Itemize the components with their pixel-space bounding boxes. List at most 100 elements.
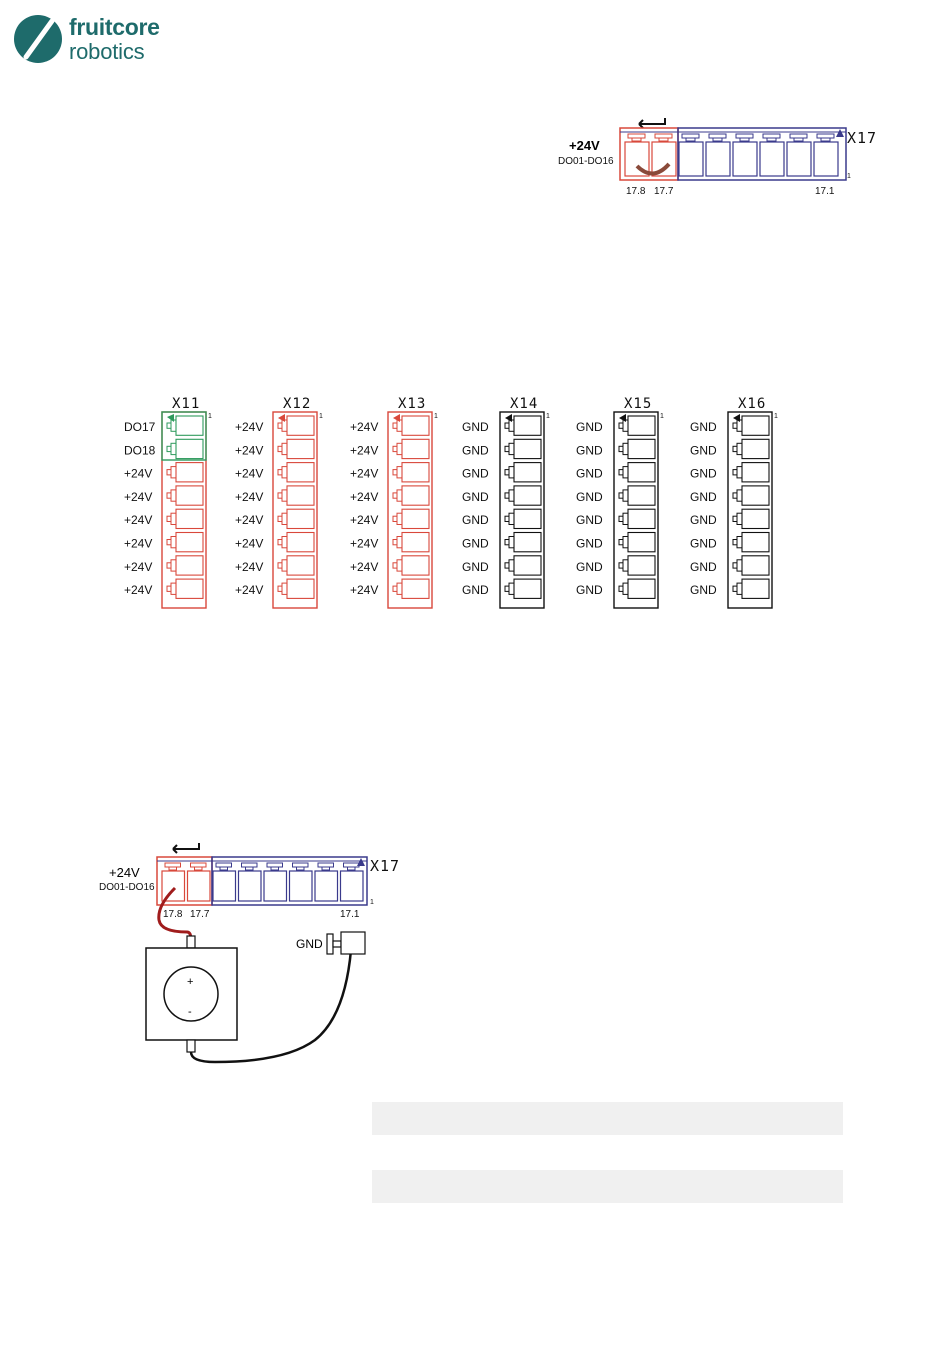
terminal-label: GND bbox=[462, 443, 489, 457]
block-title: X12 bbox=[283, 396, 311, 412]
terminal-label: +24V bbox=[350, 560, 378, 574]
terminal-slot: +24V bbox=[350, 578, 430, 599]
terminal-label: GND bbox=[576, 443, 603, 457]
terminal-slot: GND bbox=[690, 485, 770, 506]
block-pin1: 1 bbox=[774, 413, 778, 420]
x17-terminal bbox=[288, 862, 313, 902]
terminal-slot: GND bbox=[690, 508, 770, 530]
terminal-slot: GND bbox=[576, 485, 656, 506]
terminal-slot: +24V bbox=[235, 555, 315, 576]
x17-terminal bbox=[705, 133, 731, 177]
red-wire bbox=[157, 886, 193, 941]
x17-terminal bbox=[813, 133, 839, 177]
terminal-slot: GND bbox=[690, 578, 770, 599]
terminal-slot: +24V bbox=[124, 531, 204, 553]
x17-terminal bbox=[732, 133, 758, 177]
x17-terminal bbox=[186, 862, 211, 902]
terminal-slot: +24V bbox=[124, 485, 204, 506]
terminal-label: GND bbox=[462, 513, 489, 527]
x17-terminal bbox=[651, 133, 677, 177]
device-terminal-top bbox=[186, 935, 196, 949]
terminal-slot: +24V bbox=[350, 508, 430, 530]
terminal-label: GND bbox=[690, 490, 717, 504]
terminal-label: GND bbox=[576, 490, 603, 504]
block-pin1: 1 bbox=[546, 413, 550, 420]
terminal-label: +24V bbox=[124, 490, 152, 504]
terminal-slot: +24V bbox=[235, 578, 315, 599]
terminal-label: +24V bbox=[350, 467, 378, 481]
x17-bottom-pin1: 1 bbox=[370, 899, 374, 906]
terminal-slot: +24V bbox=[350, 415, 430, 436]
terminal-slot: GND bbox=[462, 485, 542, 506]
terminal-slot: +24V bbox=[350, 555, 430, 576]
x17-wiring-diagram-bottom: +24V DO01-DO16 X17 1 17.8 17.7 17.1 + - … bbox=[99, 843, 399, 1064]
terminal-label: GND bbox=[576, 513, 603, 527]
x17-bottom-voltage-label: +24V bbox=[109, 865, 140, 880]
terminal-label: GND bbox=[576, 560, 603, 574]
terminal-label: GND bbox=[576, 537, 603, 551]
x17-top-pin-17-7: 17.7 bbox=[654, 186, 674, 197]
terminal-slot: GND bbox=[576, 415, 656, 436]
x17-terminal bbox=[678, 133, 704, 177]
pin1-marker-icon bbox=[836, 129, 844, 137]
terminal-slot: GND bbox=[462, 438, 542, 460]
terminal-label: DO18 bbox=[124, 443, 156, 457]
terminal-slot: +24V bbox=[350, 531, 430, 553]
terminal-slot: +24V bbox=[124, 555, 204, 576]
device-dial bbox=[163, 966, 219, 1022]
gnd-terminal bbox=[326, 931, 366, 955]
terminal-label: +24V bbox=[124, 583, 152, 597]
terminal-slot: +24V bbox=[235, 462, 315, 483]
terminal-label: GND bbox=[576, 467, 603, 481]
terminal-label: GND bbox=[690, 420, 717, 434]
terminal-label: +24V bbox=[235, 513, 263, 527]
terminal-slot: +24V bbox=[235, 508, 315, 530]
terminal-label: DO17 bbox=[124, 420, 156, 434]
terminal-label: +24V bbox=[235, 560, 263, 574]
terminal-slot: +24V bbox=[235, 438, 315, 460]
block-title: X13 bbox=[398, 396, 426, 412]
x17-terminal bbox=[263, 862, 288, 902]
terminal-slot: GND bbox=[690, 438, 770, 460]
terminal-label: GND bbox=[462, 467, 489, 481]
terminal-label: GND bbox=[462, 560, 489, 574]
x17-top-pin-17-1: 17.1 bbox=[815, 186, 835, 197]
terminal-label: +24V bbox=[350, 537, 378, 551]
terminal-label: +24V bbox=[350, 583, 378, 597]
brand-subtitle: robotics bbox=[69, 39, 145, 64]
terminal-slot: GND bbox=[462, 578, 542, 599]
terminal-label: +24V bbox=[235, 420, 263, 434]
x17-terminal bbox=[161, 862, 186, 902]
terminal-label: +24V bbox=[235, 537, 263, 551]
block-pin1: 1 bbox=[208, 413, 212, 420]
terminal-slot: +24V bbox=[350, 438, 430, 460]
x17-top-pin1: 1 bbox=[847, 173, 851, 180]
terminal-label: +24V bbox=[350, 443, 378, 457]
terminal-slot: GND bbox=[462, 462, 542, 483]
terminal-slot: GND bbox=[576, 531, 656, 553]
x17-blue-section bbox=[677, 127, 847, 181]
x17-terminal bbox=[237, 862, 262, 902]
terminal-label: GND bbox=[690, 537, 717, 551]
x17-bottom-title: X17 bbox=[370, 857, 400, 875]
terminal-label: GND bbox=[462, 583, 489, 597]
block-title: X16 bbox=[738, 396, 766, 412]
device-minus-label: - bbox=[188, 1006, 192, 1018]
gnd-wire bbox=[189, 949, 353, 1064]
terminal-label: +24V bbox=[350, 490, 378, 504]
terminal-slot: +24V bbox=[235, 415, 315, 436]
terminal-slot: +24V bbox=[124, 462, 204, 483]
direction-arrow-icon bbox=[172, 843, 200, 854]
terminal-slot: GND bbox=[690, 415, 770, 436]
terminal-slot: GND bbox=[690, 555, 770, 576]
terminal-slot: GND bbox=[576, 578, 656, 599]
fruitcore-logo-icon bbox=[14, 15, 62, 63]
x17-top-pin-17-8: 17.8 bbox=[626, 186, 646, 197]
terminal-slot: +24V bbox=[235, 531, 315, 553]
terminal-label: +24V bbox=[235, 490, 263, 504]
block-title: X15 bbox=[624, 396, 652, 412]
